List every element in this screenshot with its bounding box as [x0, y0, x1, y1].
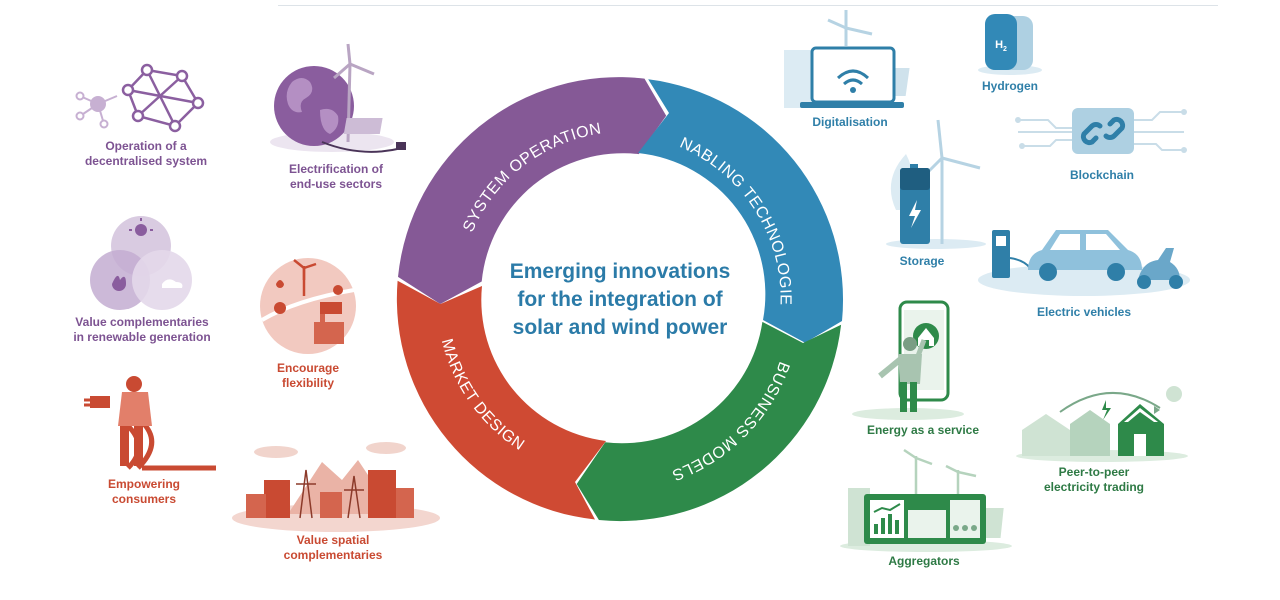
- segment-business-models: [576, 321, 842, 522]
- label-energy-as-a-service: Energy as a service: [866, 423, 980, 437]
- label-aggregators: Aggregators: [888, 554, 960, 568]
- venn-renewables-icon: [90, 216, 192, 310]
- hydrogen-tank-icon: H2: [978, 14, 1042, 75]
- center-title-line: for the integration of: [517, 288, 723, 311]
- battery-storage-icon: [886, 119, 986, 249]
- aggregator-dashboard-icon: [840, 448, 1012, 552]
- innovation-cycle-wheel: SYSTEM OPERATION ENABLING TECHNOLOGIES B…: [380, 70, 844, 522]
- smartphone-person-icon: [852, 300, 964, 420]
- label-electric-vehicles: Electric vehicles: [1036, 305, 1132, 319]
- globe-wind-plug-icon: [270, 43, 406, 153]
- laptop-wifi-icon: [784, 10, 910, 108]
- electric-vehicles-icon: [978, 230, 1190, 296]
- segment-enabling-technologies: [638, 79, 844, 343]
- flexibility-icon: [260, 258, 356, 354]
- label-hydrogen: Hydrogen: [981, 79, 1038, 93]
- segment-system-operation: [398, 77, 667, 304]
- hydrogen-symbol: H2: [995, 39, 1007, 53]
- top-divider: [278, 5, 1218, 6]
- label-digitalisation: Digitalisation: [812, 115, 888, 129]
- label-storage: Storage: [899, 254, 945, 268]
- center-title-line: Emerging innovations: [509, 260, 731, 283]
- network-nodes-icon: [75, 63, 205, 133]
- person-plug-icon: [84, 376, 216, 471]
- center-title-line: solar and wind power: [512, 316, 728, 339]
- city-landscape-icon: [232, 442, 440, 532]
- label-blockchain: Blockchain: [1069, 168, 1135, 182]
- segment-market-design: [396, 280, 606, 520]
- peer-to-peer-houses-icon: [1016, 386, 1188, 462]
- blockchain-link-icon: [1015, 108, 1187, 154]
- center-title: Emerging innovations for the integration…: [470, 258, 770, 342]
